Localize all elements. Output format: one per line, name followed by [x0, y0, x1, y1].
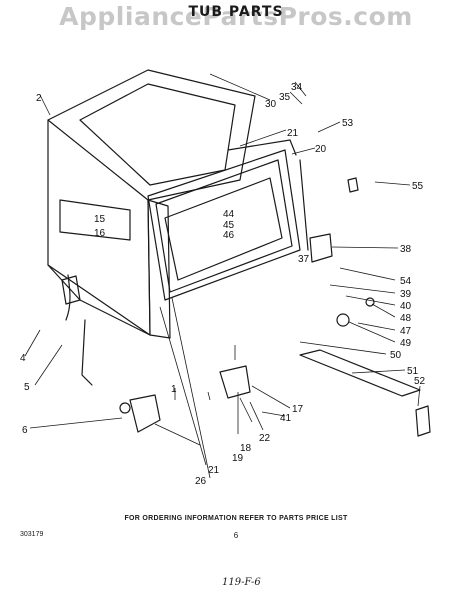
svg-text:53: 53	[342, 118, 354, 129]
svg-text:30: 30	[265, 99, 277, 110]
wheel	[336, 313, 350, 327]
svg-text:16: 16	[94, 228, 106, 239]
svg-text:6: 6	[22, 425, 28, 436]
svg-text:4: 4	[20, 353, 26, 364]
svg-text:51: 51	[407, 366, 419, 377]
svg-text:44: 44	[223, 209, 235, 220]
svg-text:49: 49	[400, 338, 412, 349]
svg-text:19: 19	[232, 453, 244, 464]
door-opening	[164, 177, 283, 281]
svg-text:5: 5	[24, 382, 30, 393]
rail-bracket	[299, 349, 421, 397]
washer	[365, 297, 375, 307]
svg-text:21: 21	[287, 128, 299, 139]
gasket-side	[299, 159, 309, 251]
svg-text:38: 38	[400, 244, 412, 255]
svg-text:45: 45	[223, 220, 235, 231]
door-frame-outer	[147, 149, 301, 301]
page-number: 6	[233, 531, 239, 540]
svg-text:26: 26	[195, 476, 207, 487]
svg-text:34: 34	[291, 82, 303, 93]
valve-inlet	[119, 402, 131, 414]
svg-text:1: 1	[171, 384, 177, 395]
water-valve	[129, 394, 161, 433]
svg-text:18: 18	[240, 443, 252, 454]
page-title: TUB PARTS	[188, 4, 284, 20]
svg-text:46: 46	[223, 230, 235, 241]
document-code: 303179	[20, 531, 44, 538]
gasket-top	[227, 139, 297, 156]
float-switch	[219, 365, 251, 399]
door-frame-inner	[155, 159, 293, 293]
svg-text:22: 22	[259, 433, 271, 444]
fill-tube	[81, 319, 93, 386]
hose-clamp	[61, 275, 81, 305]
fill-cup	[309, 233, 333, 263]
tub-top-opening	[79, 83, 236, 186]
svg-text:21: 21	[208, 465, 220, 476]
svg-text:41: 41	[280, 413, 292, 424]
svg-text:15: 15	[94, 214, 106, 225]
drain-hose	[65, 274, 71, 321]
watermark: AppliancePartsPros.com	[59, 2, 413, 31]
svg-text:48: 48	[400, 313, 412, 324]
svg-text:37: 37	[298, 254, 310, 265]
svg-text:2: 2	[36, 93, 42, 104]
tub-front-frame	[147, 199, 171, 339]
svg-text:50: 50	[390, 350, 402, 361]
svg-text:47: 47	[400, 326, 412, 337]
clip	[347, 177, 359, 193]
ordering-note: FOR ORDERING INFORMATION REFER TO PARTS …	[124, 515, 348, 522]
tub-side-panel	[59, 199, 131, 241]
svg-text:40: 40	[400, 301, 412, 312]
svg-text:55: 55	[412, 181, 424, 192]
svg-text:17: 17	[292, 404, 304, 415]
svg-text:20: 20	[315, 144, 327, 155]
tub-top	[47, 69, 256, 201]
svg-text:52: 52	[414, 376, 426, 387]
end-cap	[415, 405, 431, 437]
svg-text:54: 54	[400, 276, 412, 287]
svg-text:35: 35	[279, 92, 291, 103]
svg-text:39: 39	[400, 289, 412, 300]
handwritten-note: 119-F-6	[222, 577, 261, 588]
